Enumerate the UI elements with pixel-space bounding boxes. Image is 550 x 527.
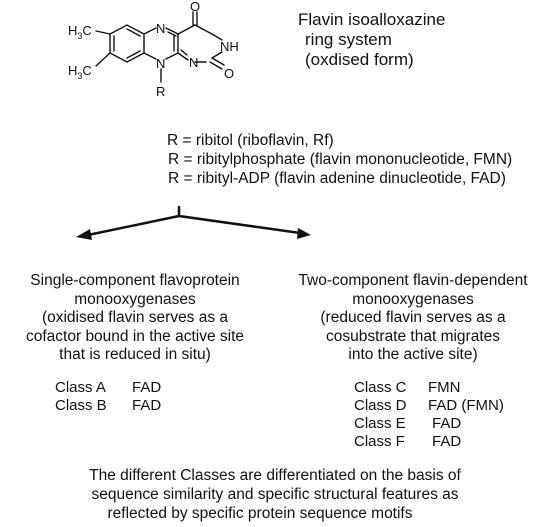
ring-b-double-1 — [167, 31, 177, 37]
left-branch-line-1: Single-component flavoprotein — [30, 272, 240, 289]
ring-c-bond-3 — [211, 33, 223, 41]
footer-line-1: The different Classes are differentiated… — [89, 467, 461, 484]
class-e-name: Class E — [354, 415, 406, 432]
ring-b-bond-2 — [165, 27, 179, 35]
isoalloxazine-structure: O NH O N N N R H3C H3C — [68, 0, 239, 99]
ring-c-bond-4 — [211, 51, 223, 59]
left-branch-line-4: cofactor bound in the active site — [26, 327, 244, 345]
ring-a-double-3 — [126, 50, 141, 59]
carbonyl-right-2 — [209, 61, 223, 70]
title-line-1: Flavin isoalloxazine — [298, 10, 446, 29]
ring-a-double-1 — [126, 28, 141, 37]
class-d-name: Class D — [354, 397, 407, 414]
class-e-cofactor: FAD — [432, 415, 462, 432]
atom-nh: NH — [220, 39, 239, 54]
class-f-cofactor: FAD — [432, 433, 462, 450]
class-a-name: Class A — [55, 379, 106, 396]
carbonyl-right-1 — [211, 57, 225, 66]
ring-b-bond-4 — [165, 52, 179, 60]
class-f-name: Class F — [354, 433, 405, 450]
ring-c-bond-6 — [177, 52, 189, 61]
title-line-2: ring system — [305, 30, 392, 49]
r-definition-2: R = ribitylphosphate (flavin mononucleot… — [168, 151, 513, 168]
r-definition-3: R = ribityl-ADP (flavin adenine dinucleo… — [168, 170, 506, 187]
ring-b-bond-5 — [143, 52, 157, 60]
branch-arrows — [76, 205, 311, 240]
ring-b-bond-1 — [143, 27, 157, 35]
left-branch-line-5: that is reduced in situ) — [59, 346, 211, 363]
right-branch-line-4: cosubstrate that migrates — [325, 327, 501, 345]
arrow-right-head — [297, 228, 311, 239]
class-d-cofactor: FAD (FMN) — [428, 397, 504, 414]
left-branch-line-2: monooxygenases — [74, 290, 196, 308]
atom-n-upper: N — [156, 21, 165, 36]
ring-c-double-1 — [180, 49, 188, 56]
class-b-name: Class B — [55, 397, 107, 414]
class-a-cofactor: FAD — [132, 379, 162, 396]
ring-c-bond-1 — [177, 24, 196, 35]
right-branch-line-1: Two-component flavin-dependent — [298, 272, 528, 289]
ring-c-bond-2 — [194, 24, 213, 35]
title-line-3: (oxdised form) — [305, 50, 414, 69]
arrow-left-head — [76, 229, 92, 240]
methyl-top: H3C — [68, 23, 92, 41]
left-branch-line-3: (oxidised flavin serves as a — [41, 309, 229, 326]
right-branch-line-3: (reduced flavin serves as a — [320, 309, 506, 326]
class-c-name: Class C — [354, 379, 407, 396]
atom-o-right: O — [224, 66, 234, 81]
class-b-cofactor: FAD — [132, 397, 162, 414]
methyl-bond-top — [95, 30, 111, 35]
atom-n-lower: N — [156, 56, 165, 71]
methyl-bond-bottom — [95, 52, 111, 67]
footer-line-2: sequence similarity and specific structu… — [91, 486, 459, 503]
right-branch-line-2: monooxygenases — [352, 290, 474, 308]
methyl-bottom: H3C — [68, 63, 92, 81]
atom-r: R — [156, 84, 165, 99]
atom-n-pyrimidine: N — [189, 55, 198, 70]
arrow-right-shaft — [177, 214, 302, 235]
class-c-cofactor: FMN — [428, 379, 461, 396]
r-definition-1: R = ribitol (riboflavin, Rf) — [167, 132, 334, 149]
footer-line-3: reflected by specific protein sequence m… — [107, 505, 413, 522]
right-branch-line-5: into the active site) — [348, 346, 478, 363]
atom-o-top: O — [190, 0, 200, 14]
arrow-left-shaft — [86, 214, 181, 237]
